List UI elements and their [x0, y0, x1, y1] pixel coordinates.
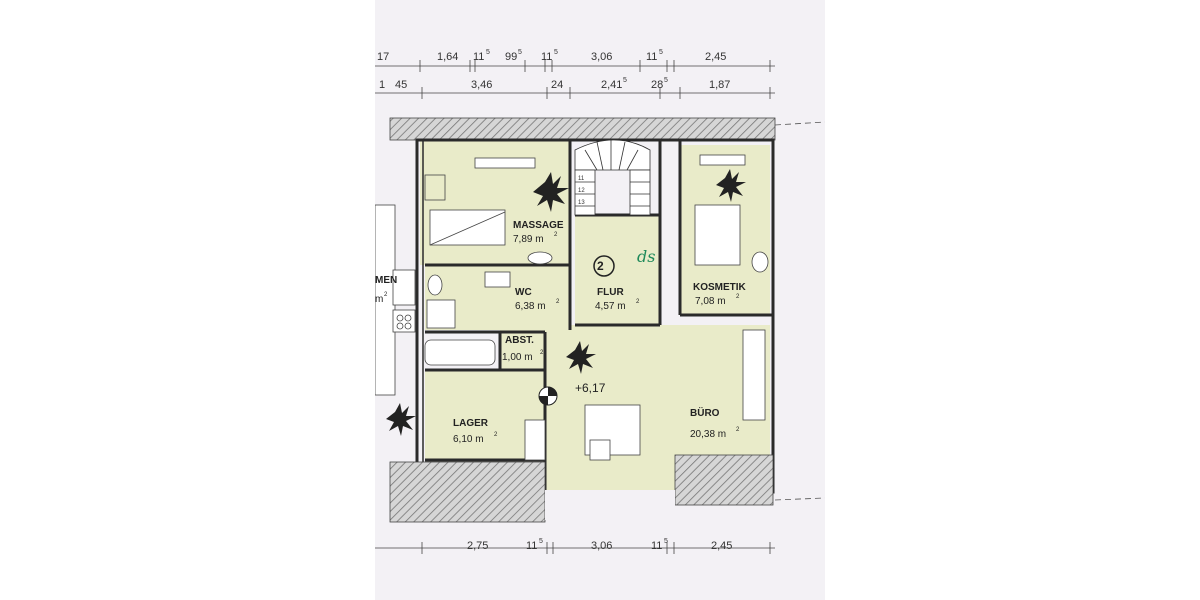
bathtub — [424, 339, 496, 366]
dim-top-a: 17 — [377, 51, 389, 63]
room-area-left-partial-unit: 2 — [384, 292, 388, 298]
dim-top2-e-sup: 5 — [623, 77, 627, 84]
dim-top-b: 1,64 — [437, 51, 458, 63]
office-chair — [589, 439, 611, 461]
dim-top-g: 11 — [646, 51, 657, 63]
wc-sink — [484, 271, 511, 288]
dim-bottom-a: 2,75 — [467, 540, 488, 552]
dim-top-c-sup: 5 — [486, 49, 490, 56]
office-shelf — [742, 329, 766, 421]
room-name-left-partial: MEN — [375, 275, 397, 286]
floor-number: 2 — [597, 259, 604, 273]
stair-number-13: 13 — [578, 200, 585, 206]
room-area-massage: 7,89 m — [513, 234, 544, 245]
dim-bottom-e: 2,45 — [711, 540, 732, 552]
dim-top2-a: 1 — [379, 79, 385, 91]
room-name-wc: WC — [515, 287, 532, 298]
dim-top2-c: 3,46 — [471, 79, 492, 91]
room-name-kosmetik: KOSMETIK — [693, 282, 747, 293]
dim-top-d: 99 — [505, 51, 517, 63]
room-area-lager-unit: 2 — [494, 432, 498, 438]
dim-top2-b: 45 — [395, 79, 407, 91]
cosmetic-chair — [694, 204, 741, 266]
dim-bottom-d: 11 — [651, 540, 662, 552]
label-wc: WC 6,38 m 2 — [515, 287, 560, 312]
label-kosmetik: KOSMETIK 7,08 m 2 — [693, 282, 747, 307]
room-area-buero: 20,38 m — [690, 429, 726, 440]
washer — [426, 299, 456, 329]
bottom-dimension-row: 2,75 11 5 3,06 11 5 2,45 — [375, 538, 775, 554]
dim-bottom-d-sup: 5 — [664, 538, 668, 545]
massage-sink — [527, 251, 553, 265]
dim-top2-f-sup: 5 — [664, 77, 668, 84]
dim-top-c: 11 — [473, 51, 484, 63]
wc-toilet — [427, 274, 443, 296]
room-name-abst: ABST. — [505, 335, 534, 346]
label-left-partial: MEN m 2 — [375, 275, 397, 305]
plant-icon-left — [386, 403, 416, 436]
dim-top-e-sup: 5 — [554, 49, 558, 56]
room-area-flur-unit: 2 — [636, 299, 640, 305]
room-area-lager: 6,10 m — [453, 434, 484, 445]
label-abst: ABST. 1,00 m 2 — [502, 335, 544, 363]
dim-bottom-c: 3,06 — [591, 540, 612, 552]
floor-plan: 17 1,64 11 5 99 5 11 5 3,06 11 5 2,45 1 … — [375, 49, 825, 554]
label-lager: LAGER 6,10 m 2 — [453, 418, 498, 445]
dim-bottom-b-sup: 5 — [539, 538, 543, 545]
level-marker-icon — [538, 386, 558, 406]
room-area-abst: 1,00 m — [502, 352, 533, 363]
top-dimension-row-1: 17 1,64 11 5 99 5 11 5 3,06 11 5 2,45 — [375, 49, 775, 72]
dim-top-e: 11 — [541, 51, 552, 63]
cosmetic-sink — [751, 251, 769, 273]
dim-top-h: 2,45 — [705, 51, 726, 63]
dim-top2-e: 2,41 — [601, 79, 622, 91]
room-area-kosmetik: 7,08 m — [695, 296, 726, 307]
room-area-wc: 6,38 m — [515, 301, 546, 312]
dim-top-g-sup: 5 — [659, 49, 663, 56]
roof-hatch-top — [389, 117, 776, 141]
dormers-top — [474, 154, 746, 169]
plant-icon-hall — [566, 341, 596, 374]
room-name-buero: BÜRO — [690, 406, 720, 419]
room-area-kosmetik-unit: 2 — [736, 294, 740, 300]
handwritten-note: ds — [637, 247, 655, 266]
room-area-flur: 4,57 m — [595, 301, 626, 312]
room-name-flur: FLUR — [597, 287, 624, 298]
kitchen-partial — [375, 204, 416, 396]
furniture — [424, 174, 769, 461]
dim-top-d-sup: 5 — [518, 49, 522, 56]
room-area-wc-unit: 2 — [556, 299, 560, 305]
floor-plan-photo: 17 1,64 11 5 99 5 11 5 3,06 11 5 2,45 1 … — [375, 0, 825, 600]
dim-top2-g: 1,87 — [709, 79, 730, 91]
label-flur: 2 FLUR 4,57 m 2 — [595, 259, 640, 312]
room-area-buero-unit: 2 — [736, 427, 740, 433]
plant-icon-massage — [533, 172, 569, 212]
room-area-left-partial: m — [375, 294, 383, 305]
dim-top2-f: 28 — [651, 79, 663, 91]
room-area-massage-unit: 2 — [554, 232, 558, 238]
storage-shelf — [524, 419, 546, 461]
plant-icon-kosmetik — [716, 169, 746, 202]
label-massage: MASSAGE 7,89 m 2 — [513, 220, 564, 245]
dim-top-f: 3,06 — [591, 51, 612, 63]
roof-hatch-bottom — [389, 454, 774, 523]
stair-number-11: 11 — [578, 176, 585, 182]
floor-number-circle — [593, 255, 615, 277]
top-dimension-row-2: 1 45 3,46 24 2,41 5 28 5 1,87 — [375, 77, 775, 99]
room-name-lager: LAGER — [453, 418, 489, 429]
stair-number-12: 12 — [578, 188, 585, 194]
room-area-abst-unit: 2 — [540, 350, 544, 356]
dim-top2-d: 24 — [551, 79, 563, 91]
room-name-massage: MASSAGE — [513, 220, 564, 231]
dim-bottom-b: 11 — [526, 540, 537, 552]
level-label: +6,17 — [575, 381, 606, 395]
staircase — [574, 139, 651, 216]
label-buero: BÜRO 20,38 m 2 — [690, 406, 740, 440]
